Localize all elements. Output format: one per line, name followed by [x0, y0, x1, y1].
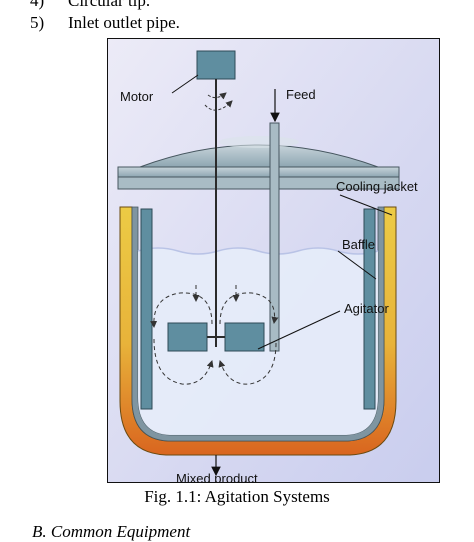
list-text: Circular tip.: [68, 0, 151, 10]
list-text: Inlet outlet pipe.: [68, 13, 180, 32]
agitator-label: Agitator: [344, 301, 389, 316]
diagram-canvas: Motor Feed Cooling jacket Baffle Agitato…: [108, 39, 439, 483]
flow-pattern: [150, 285, 279, 385]
agitator-leader: [257, 310, 341, 350]
feed-pipe: [269, 122, 280, 352]
baffle-leader: [337, 250, 377, 280]
rotation-arrow: [207, 92, 227, 100]
motor-label: Motor: [120, 89, 154, 104]
feed-label: Feed: [286, 87, 316, 102]
agitation-diagram: Motor Feed Cooling jacket Baffle Agitato…: [107, 38, 440, 483]
baffle-label: Baffle: [342, 237, 375, 252]
impeller-blade-left: [167, 322, 208, 352]
vessel-flange-lower: [117, 176, 400, 190]
list-item: 4) Circular tip.: [30, 0, 150, 11]
section-heading: B. Common Equipment: [32, 522, 191, 541]
baffle-right: [363, 208, 376, 410]
cooling-jacket-leader: [339, 194, 393, 216]
motor: [196, 50, 236, 80]
cooling-jacket-label: Cooling jacket: [336, 179, 418, 194]
list-number: 5): [30, 13, 45, 32]
motor-leader: [171, 74, 199, 94]
list-item: 5) Inlet outlet pipe.: [30, 13, 180, 33]
impeller-blade-right: [224, 322, 265, 352]
vessel-flange: [117, 166, 400, 178]
list-number: 4): [30, 0, 45, 10]
mixed-product-label: Mixed product: [176, 471, 258, 483]
figure-caption: Fig. 1.1: Agitation Systems: [144, 487, 330, 506]
baffle-left: [140, 208, 153, 410]
